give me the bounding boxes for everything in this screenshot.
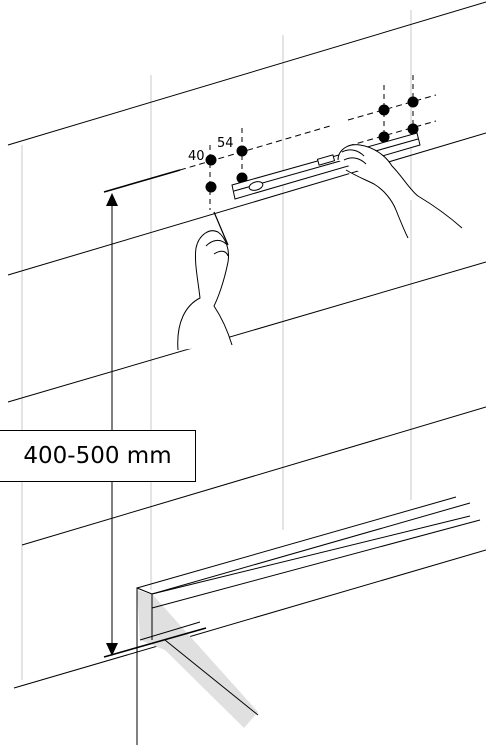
hob-side-shadow (137, 590, 258, 728)
hand-on-level (337, 144, 463, 239)
arrow-down (106, 643, 118, 656)
hand-with-pencil (177, 211, 233, 351)
drill-holes-left (179, 125, 331, 210)
hole-offset-a-label: 40 (188, 149, 205, 164)
arrow-up (106, 193, 118, 206)
hole-offset-b-label: 54 (217, 136, 234, 151)
worktop-hob (136, 496, 481, 745)
wall-slope-lines (7, 1, 486, 689)
wall-grid (21, 10, 412, 680)
drill-holes-right (347, 75, 437, 150)
height-dimension (103, 169, 207, 658)
height-range-label: 400-500 mm (0, 430, 196, 482)
